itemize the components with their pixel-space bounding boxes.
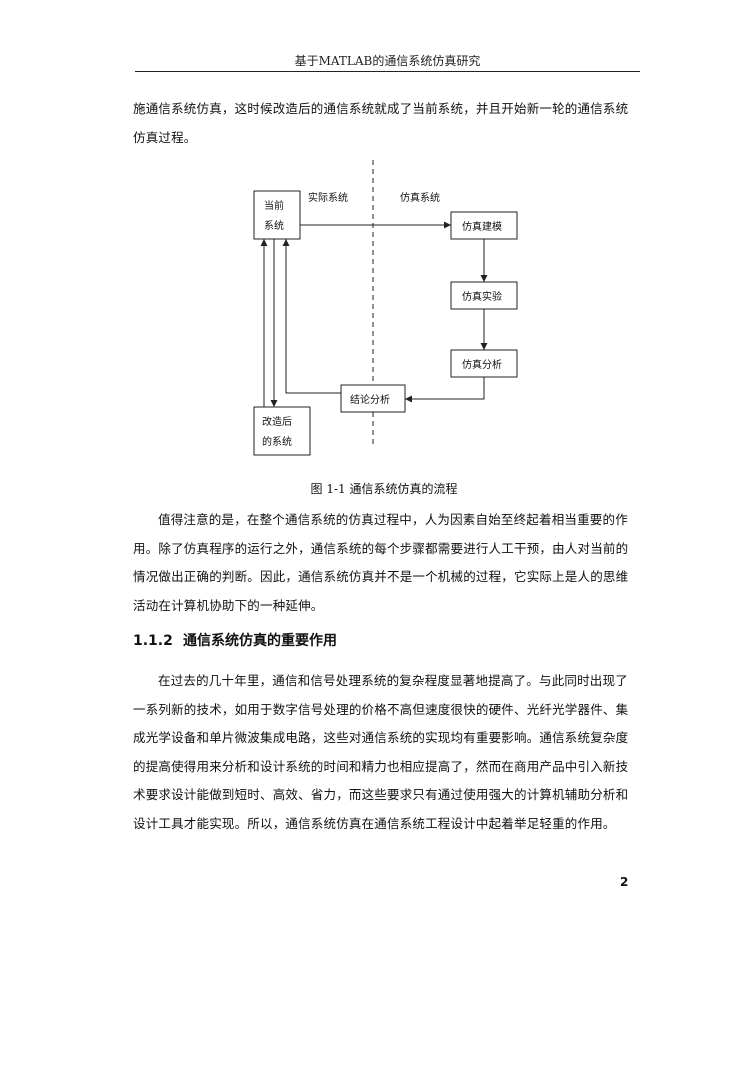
arrow-conclusion-to-current xyxy=(282,239,341,394)
node-sim-analysis: 仿真分析 xyxy=(450,349,518,378)
node-sim-modeling-label: 仿真建模 xyxy=(462,220,502,233)
node-current-system-line2: 系统 xyxy=(264,219,284,232)
node-improved-system-line2: 的系统 xyxy=(262,435,292,448)
label-real-system: 实际系统 xyxy=(308,191,348,204)
arrow-analysis-to-conclusion xyxy=(405,377,485,403)
section-heading: 1.1.2 通信系统仿真的重要作用 xyxy=(133,630,337,650)
header-rule xyxy=(135,71,640,72)
node-sim-experiment: 仿真实验 xyxy=(450,281,518,310)
node-sim-modeling: 仿真建模 xyxy=(450,211,518,240)
paragraph-3: 在过去的几十年里，通信和信号处理系统的复杂程度显著地提高了。与此同时出现了一系列… xyxy=(133,673,629,831)
node-sim-experiment-label: 仿真实验 xyxy=(462,290,502,303)
paragraph-2: 值得注意的是，在整个通信系统的仿真过程中，人为因素自始至终起着相当重要的作用。除… xyxy=(133,512,629,613)
node-sim-analysis-label: 仿真分析 xyxy=(462,358,502,371)
node-improved-system: 改造后 的系统 xyxy=(253,406,311,456)
figure-caption: 图 1-1 通信系统仿真的流程 xyxy=(310,482,458,496)
section-title: 通信系统仿真的重要作用 xyxy=(183,633,337,649)
node-conclusion-analysis-label: 结论分析 xyxy=(350,393,390,406)
paragraph-1: 施通信系统仿真，这时候改造后的通信系统就成了当前系统，并且开始新一轮的通信系统仿… xyxy=(133,101,629,145)
label-sim-system: 仿真系统 xyxy=(400,191,440,204)
node-current-system-line1: 当前 xyxy=(264,199,284,212)
node-current-system: 当前 系统 xyxy=(253,190,301,240)
simulation-flow-diagram: 实际系统 仿真系统 当前 系统 仿真建模 仿真实验 仿真分析 结论分析 改造后 … xyxy=(253,160,518,456)
node-conclusion-analysis: 结论分析 xyxy=(340,384,406,413)
node-improved-system-line1: 改造后 xyxy=(262,415,292,428)
section-number: 1.1.2 xyxy=(133,633,173,649)
page-number: 2 xyxy=(620,875,629,889)
running-header: 基于MATLAB的通信系统仿真研究 xyxy=(294,54,481,68)
